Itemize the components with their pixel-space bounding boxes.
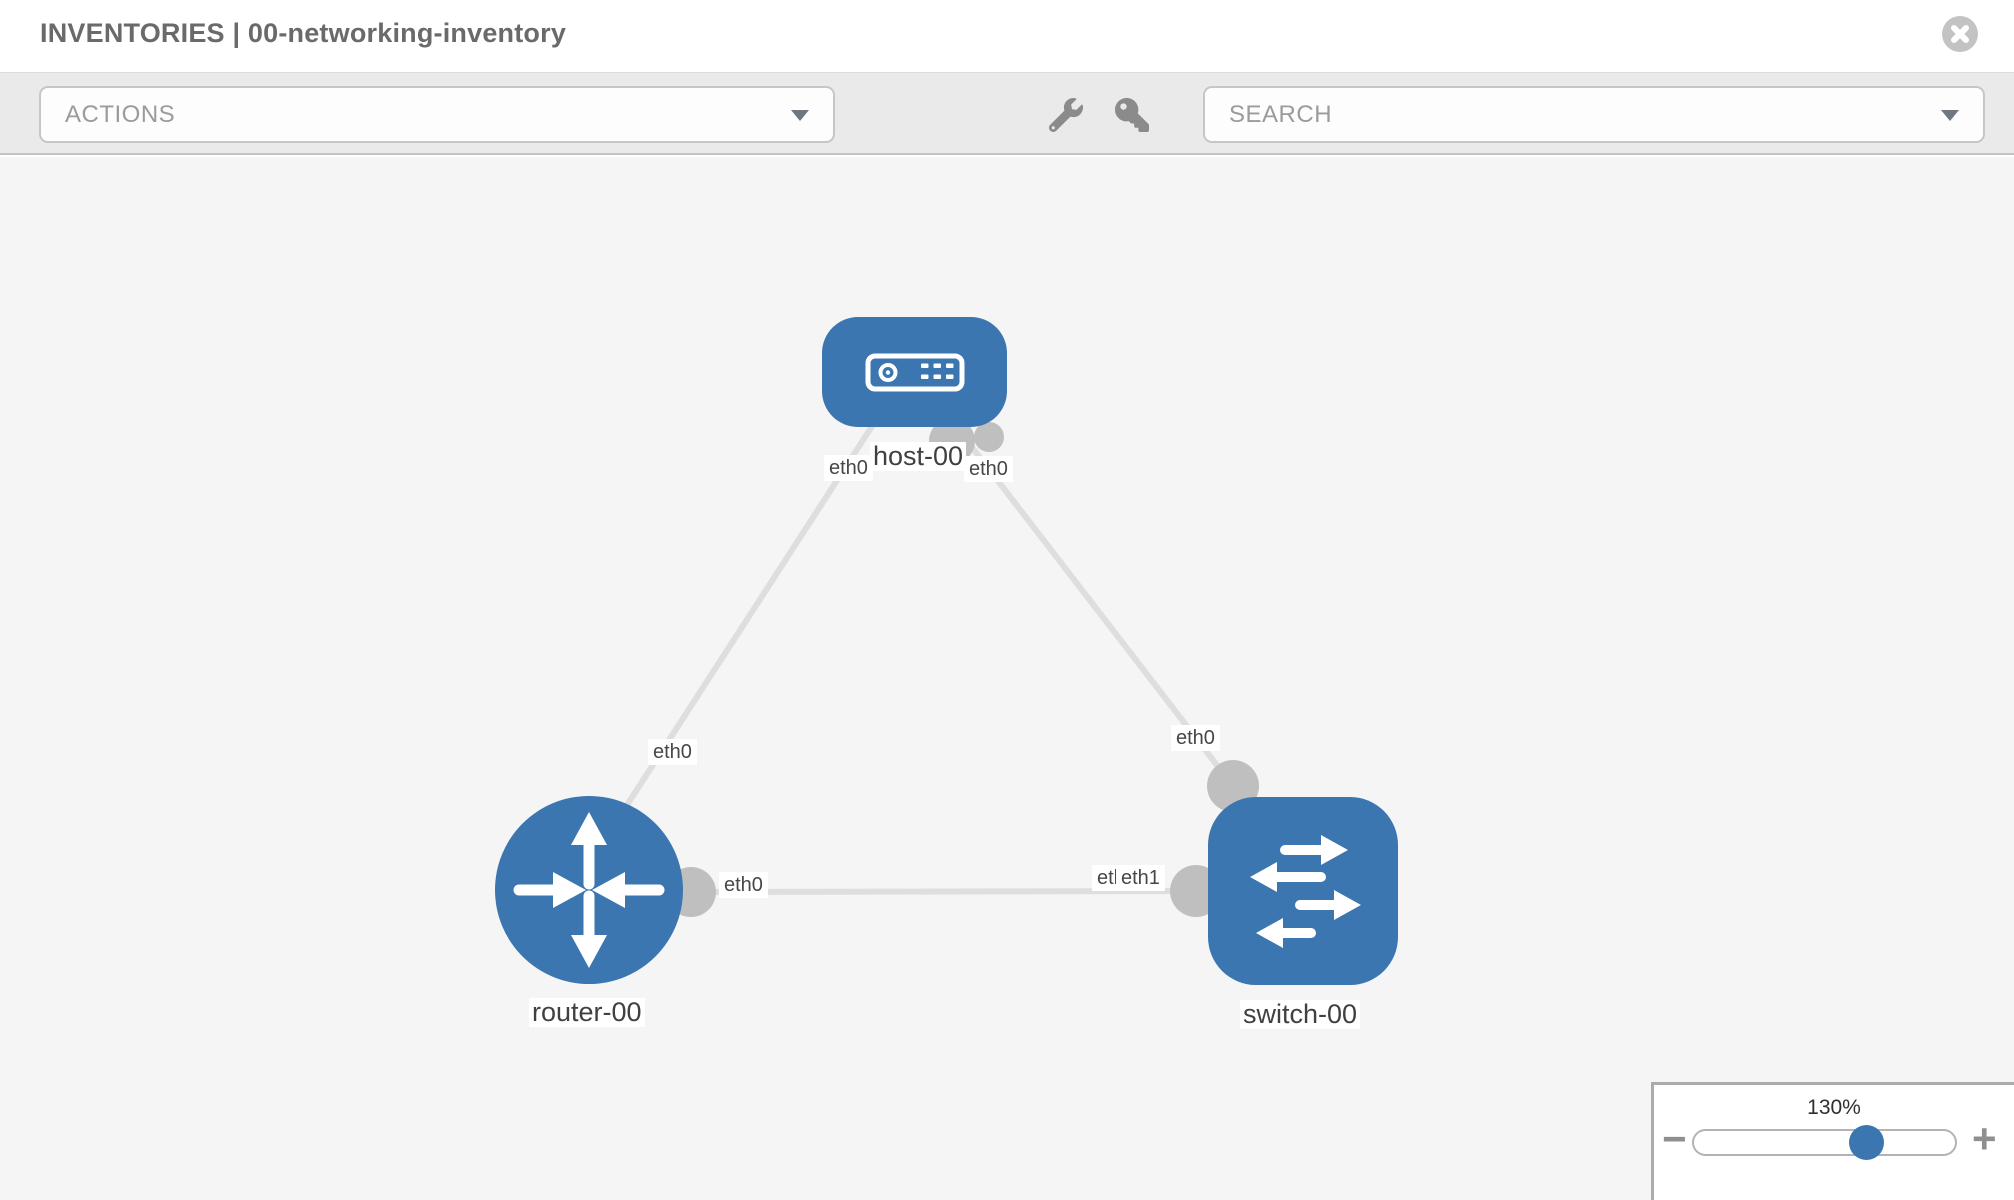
node-host-00[interactable] (822, 317, 1007, 427)
iface-label-host-eth0-right: eth0 (964, 456, 1013, 482)
close-icon (1942, 24, 1978, 44)
zoom-percent-label: 130% (1807, 1096, 1861, 1119)
node-label-host-00: host-00 (870, 442, 967, 471)
link-router00-switch00[interactable] (688, 888, 1199, 895)
actions-label: ACTIONS (65, 100, 176, 128)
zoom-in-button[interactable]: + (1972, 1115, 1997, 1162)
page-title: INVENTORIES | 00-networking-inventory (40, 18, 567, 48)
iface-label-switch-eth0-up: eth0 (1171, 725, 1220, 751)
iface-label-switch-eth1-link: eth1 (1116, 865, 1165, 891)
node-label-switch-00: switch-00 (1240, 1000, 1361, 1029)
iface-label-router-eth0-link: eth0 (719, 872, 768, 898)
credentials-key-button[interactable] (1112, 96, 1152, 136)
zoom-slider-knob[interactable] (1849, 1125, 1884, 1160)
node-router-00[interactable] (495, 796, 683, 984)
iface-label-host-eth0-left: eth0 (824, 455, 873, 481)
zoom-panel: 130% − + (1651, 1082, 2014, 1200)
iface-label-router-eth0-up: eth0 (648, 739, 697, 765)
configure-tools-button[interactable] (1046, 96, 1086, 136)
router-icon (513, 812, 665, 968)
key-icon (1115, 97, 1149, 135)
node-switch-00[interactable] (1208, 797, 1398, 985)
chevron-down-icon (791, 109, 809, 121)
search-label: SEARCH (1229, 100, 1333, 128)
node-label-router-00: router-00 (529, 998, 645, 1027)
host-icon (865, 353, 965, 392)
port-host00-eth0b (974, 422, 1004, 452)
header: INVENTORIES | 00-networking-inventory (0, 0, 2014, 72)
search-dropdown[interactable]: SEARCH (1203, 86, 1985, 143)
topology-svg (495, 317, 1398, 985)
zoom-slider-track[interactable] (1692, 1125, 1957, 1160)
zoom-out-button[interactable]: − (1662, 1115, 1687, 1162)
toolbar: ACTIONS SEARCH (0, 72, 2014, 155)
close-button[interactable] (1942, 16, 1978, 52)
switch-icon (1250, 835, 1361, 948)
chevron-down-icon (1941, 109, 1959, 121)
actions-dropdown[interactable]: ACTIONS (39, 86, 835, 143)
wrench-icon (1048, 97, 1083, 135)
topology-canvas[interactable] (0, 157, 2014, 1200)
